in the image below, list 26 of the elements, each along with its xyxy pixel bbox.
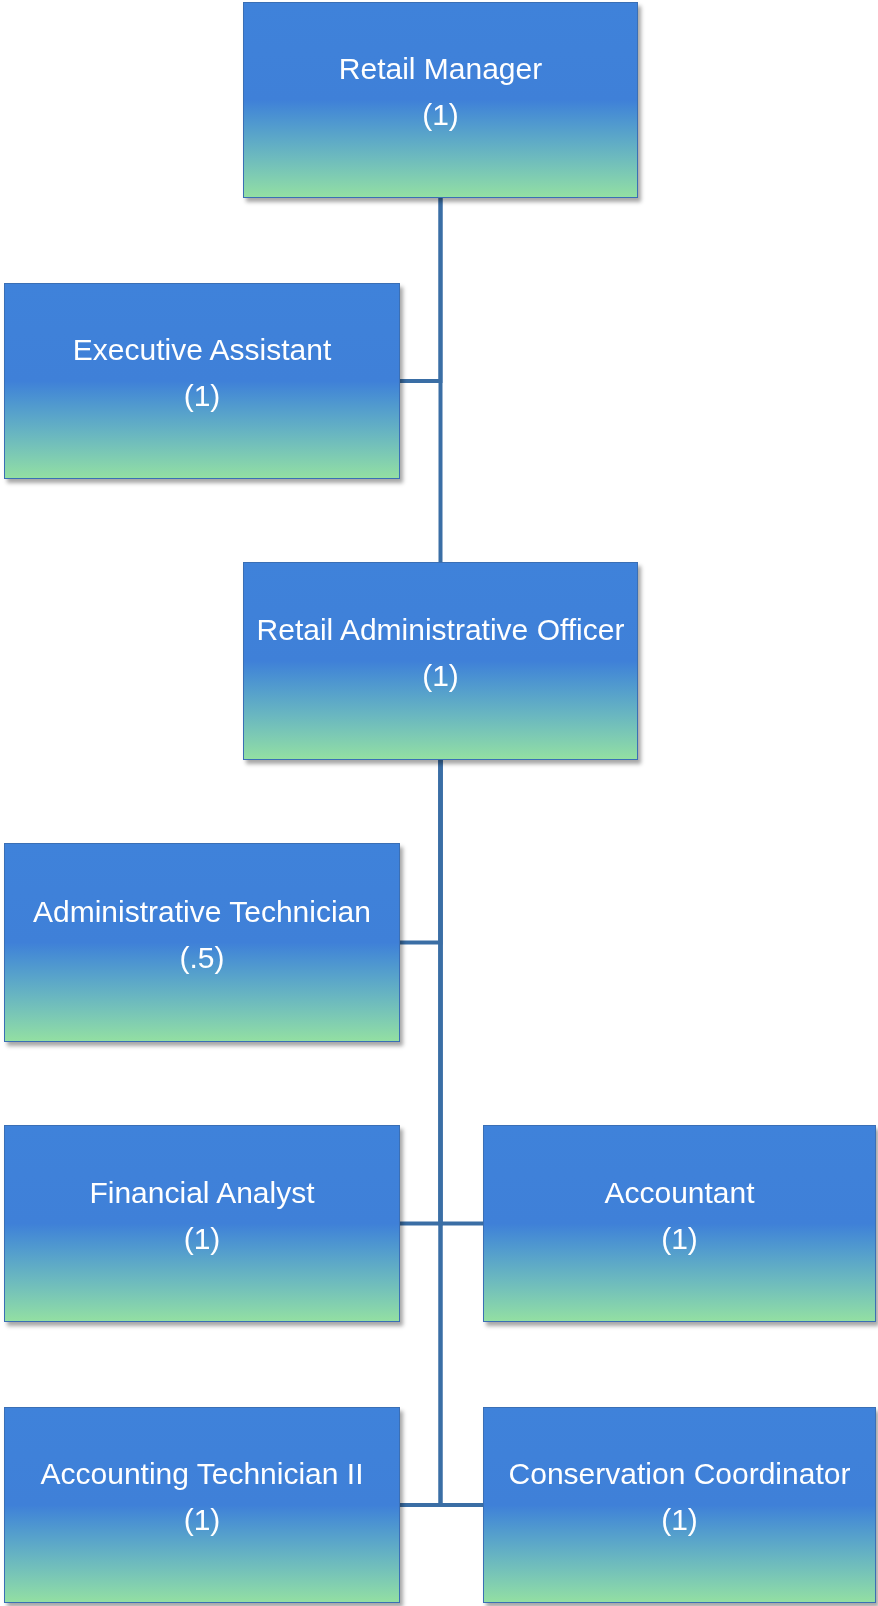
- position-box: [483, 1407, 876, 1603]
- connector-line: [438, 198, 443, 562]
- position-box: [4, 1125, 400, 1322]
- job-title: Accounting Technician II: [40, 1457, 364, 1491]
- headcount: (1): [183, 379, 221, 413]
- job-title: Conservation Coordinator: [508, 1457, 851, 1491]
- headcount: (1): [661, 1221, 698, 1256]
- connector-line: [438, 760, 483, 1507]
- job-title: Financial Analyst: [89, 1175, 315, 1210]
- headcount: (1): [422, 659, 459, 693]
- job-title: Retail Administrative Officer: [256, 613, 625, 647]
- headcount: (1): [422, 98, 459, 132]
- headcount: (1): [661, 1503, 698, 1537]
- position-box: [243, 562, 638, 760]
- headcount: (.5): [179, 940, 225, 975]
- position-box: [4, 1407, 400, 1603]
- job-title: Administrative Technician: [33, 894, 371, 929]
- headcount: (1): [183, 1221, 221, 1256]
- position-box: [483, 1125, 876, 1322]
- job-title: Executive Assistant: [72, 333, 332, 367]
- position-box: [243, 2, 638, 198]
- job-title: Accountant: [604, 1175, 755, 1210]
- position-box: [4, 283, 400, 479]
- position-box: [4, 843, 400, 1042]
- job-title: Retail Manager: [338, 52, 543, 86]
- headcount: (1): [183, 1503, 221, 1537]
